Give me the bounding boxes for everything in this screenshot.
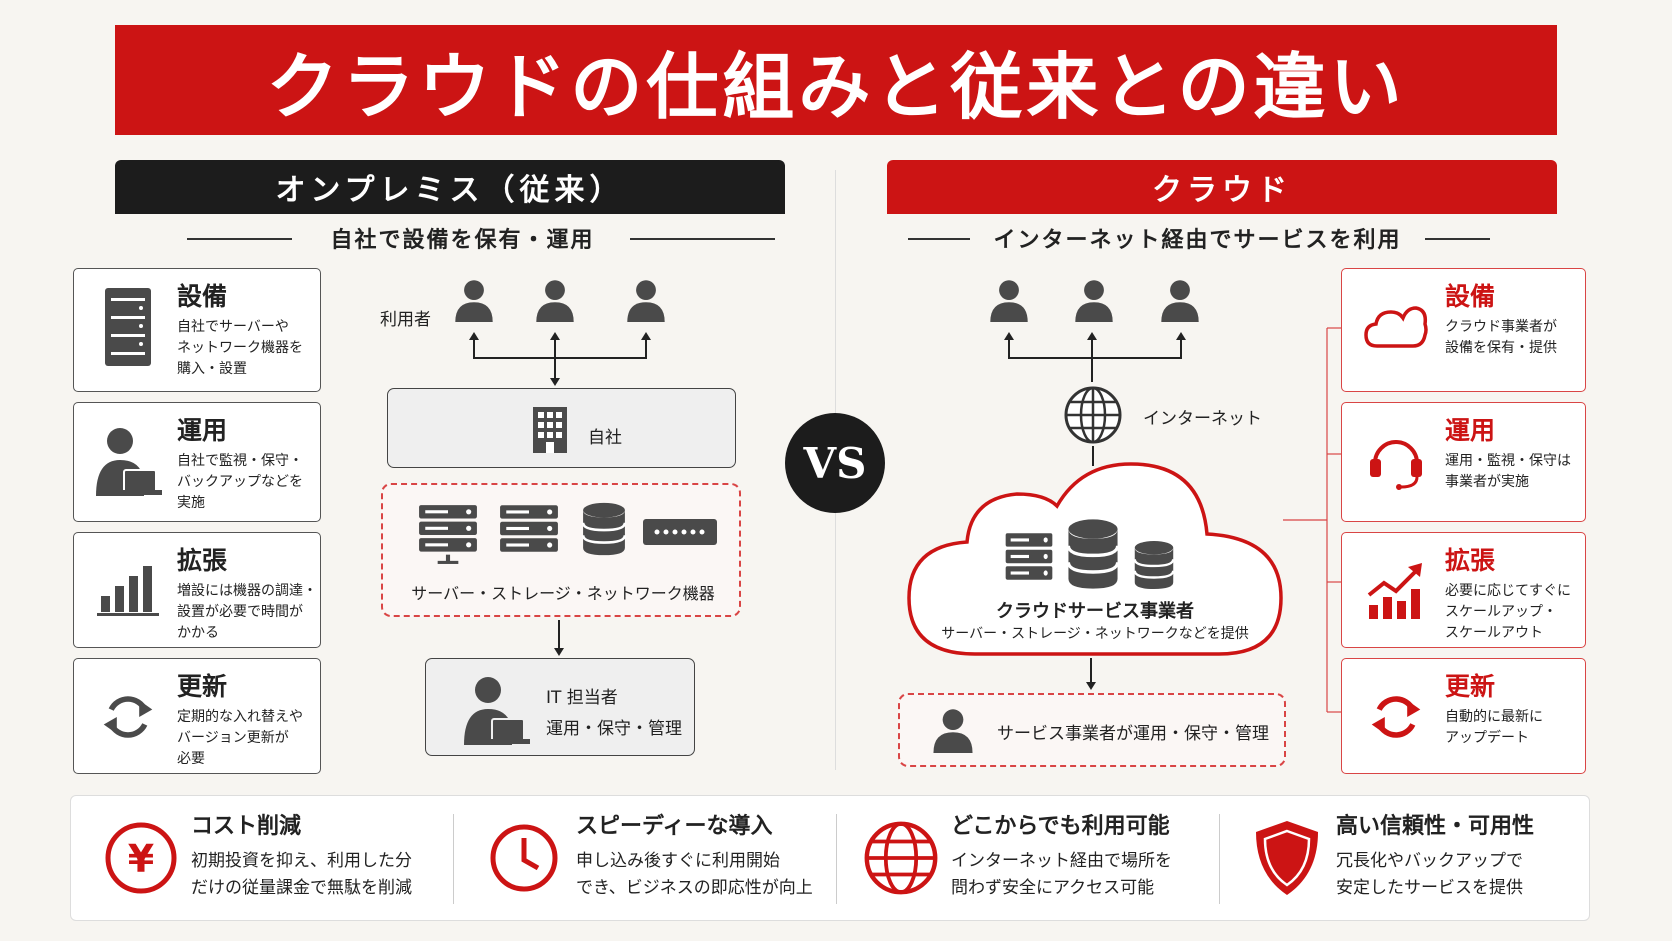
benefit-desc: 冗長化やバックアップで 安定したサービスを提供 — [1336, 851, 1523, 898]
bar-chart-icon — [94, 547, 162, 635]
onprem-card-operation: 運用 自社で監視・保守・ バックアップなどを 実施 — [73, 402, 321, 522]
cloud-card-equipment: 設備 クラウド事業者が 設備を保有・提供 — [1341, 268, 1586, 392]
internet-label: インターネット — [1143, 409, 1262, 429]
separator — [1219, 814, 1220, 904]
headset-icon — [1362, 417, 1430, 505]
separator — [453, 814, 454, 904]
user-icon — [452, 278, 496, 322]
storage-icon — [581, 501, 627, 557]
globe-icon — [1064, 386, 1122, 444]
server-icon — [498, 503, 560, 555]
separator — [836, 814, 837, 904]
user-icon — [533, 278, 577, 322]
growth-chart-icon — [1362, 547, 1430, 635]
divider — [630, 238, 775, 240]
shield-icon — [1239, 810, 1334, 905]
benefit-title: スピーディーな導入 — [576, 814, 773, 839]
divider — [908, 238, 970, 240]
person-icon — [930, 707, 976, 753]
server-icon — [419, 505, 477, 564]
user-icon — [987, 278, 1031, 322]
operator-box: サービス事業者が運用・保守・管理 — [898, 693, 1286, 767]
card-desc: 運用・監視・保守は 事業者が実施 — [1445, 453, 1571, 490]
benefits-bar: ¥ コスト削減 初期投資を抑え、利用した分 だけの従量課金で無駄を削減 スピーデ… — [70, 795, 1590, 921]
card-title: 設備 — [177, 282, 228, 311]
user-icon — [1072, 278, 1116, 322]
card-title: 拡張 — [177, 546, 228, 575]
yen-icon: ¥ — [93, 810, 188, 905]
cloud-icon — [1362, 283, 1430, 371]
operator-label: サービス事業者が運用・保守・管理 — [997, 724, 1269, 744]
svg-text:¥: ¥ — [127, 837, 153, 881]
cloud-header: クラウド — [887, 160, 1557, 214]
user-icon — [1158, 278, 1202, 322]
company-label: 自社 — [588, 428, 622, 448]
storage-icon — [1066, 518, 1120, 590]
cloud-card-expansion: 拡張 必要に応じてすぐに スケールアップ・ スケールアウト — [1341, 532, 1586, 648]
bracket-connector — [1283, 327, 1341, 713]
card-title: 拡張 — [1445, 546, 1496, 575]
cloud-card-update: 更新 自動的に最新に アップデート — [1341, 658, 1586, 774]
card-title: 更新 — [177, 672, 228, 701]
refresh-icon — [94, 673, 162, 761]
card-title: 運用 — [1445, 416, 1496, 445]
refresh-icon — [1362, 673, 1430, 761]
person-laptop-icon — [94, 417, 162, 505]
benefit-desc: 申し込み後すぐに利用開始 でき、ビジネスの即応性が向上 — [576, 851, 813, 898]
card-title: 設備 — [1445, 282, 1496, 311]
users-label: 利用者 — [380, 310, 431, 330]
storage-icon — [1132, 540, 1176, 590]
arrow-down — [1086, 658, 1096, 690]
card-desc: 自社でサーバーや ネットワーク機器を 購入・設置 — [177, 319, 303, 377]
card-title: 運用 — [177, 416, 228, 445]
person-laptop-icon — [464, 677, 530, 745]
card-desc: 増設には機器の調達・ 設置が必要で時間が かかる — [177, 583, 317, 641]
it-staff-title: IT 担当者 — [546, 688, 618, 708]
equipment-box: サーバー・ストレージ・ネットワーク機器 — [381, 483, 741, 617]
server-rack-icon — [94, 283, 162, 371]
clock-icon — [476, 810, 571, 905]
it-staff-box: IT 担当者 運用・保守・管理 — [425, 658, 695, 756]
benefit-title: コスト削減 — [191, 814, 302, 839]
onprem-header: オンプレミス（従来） — [115, 160, 785, 214]
connector-line — [1092, 446, 1094, 466]
divider — [187, 238, 292, 240]
onprem-card-expansion: 拡張 増設には機器の調達・ 設置が必要で時間が かかる — [73, 532, 321, 648]
card-desc: クラウド事業者が 設備を保有・提供 — [1445, 319, 1557, 356]
card-desc: 定期的な入れ替えや バージョン更新が 必要 — [177, 709, 303, 767]
onprem-subtitle: 自社で設備を保有・運用 — [330, 228, 595, 253]
server-icon — [1005, 533, 1053, 580]
building-icon — [533, 407, 567, 453]
divider — [1425, 238, 1490, 240]
provider-desc: サーバー・ストレージ・ネットワークなどを提供 — [941, 626, 1249, 642]
benefit-desc: インターネット経由で場所を 問わず安全にアクセス可能 — [951, 851, 1172, 898]
card-title: 更新 — [1445, 672, 1496, 701]
user-icon — [624, 278, 668, 322]
arrow-down — [554, 620, 564, 656]
company-box: 自社 — [387, 388, 736, 468]
benefit-title: 高い信頼性・可用性 — [1336, 814, 1535, 839]
cloud-card-operation: 運用 運用・監視・保守は 事業者が実施 — [1341, 402, 1586, 522]
provider-title: クラウドサービス事業者 — [996, 601, 1194, 622]
it-staff-desc: 運用・保守・管理 — [546, 719, 682, 739]
onprem-card-equipment: 設備 自社でサーバーや ネットワーク機器を 購入・設置 — [73, 268, 321, 392]
cloud-subtitle: インターネット経由でサービスを利用 — [993, 228, 1402, 253]
connector-arrows — [1004, 332, 1186, 382]
vs-badge: VS — [785, 413, 885, 513]
benefit-desc: 初期投資を抑え、利用した分 だけの従量課金で無駄を削減 — [191, 851, 412, 898]
card-desc: 自社で監視・保守・ バックアップなどを 実施 — [177, 453, 303, 511]
equipment-label: サーバー・ストレージ・ネットワーク機器 — [411, 584, 715, 603]
card-desc: 自動的に最新に アップデート — [1445, 709, 1543, 746]
network-switch-icon — [643, 519, 717, 545]
page-title: クラウドの仕組みと従来との違い — [115, 25, 1557, 135]
benefit-title: どこからでも利用可能 — [951, 814, 1170, 839]
connector-arrows — [469, 332, 651, 386]
globe-icon — [853, 810, 948, 905]
onprem-card-update: 更新 定期的な入れ替えや バージョン更新が 必要 — [73, 658, 321, 774]
card-desc: 必要に応じてすぐに スケールアップ・ スケールアウト — [1445, 583, 1571, 641]
